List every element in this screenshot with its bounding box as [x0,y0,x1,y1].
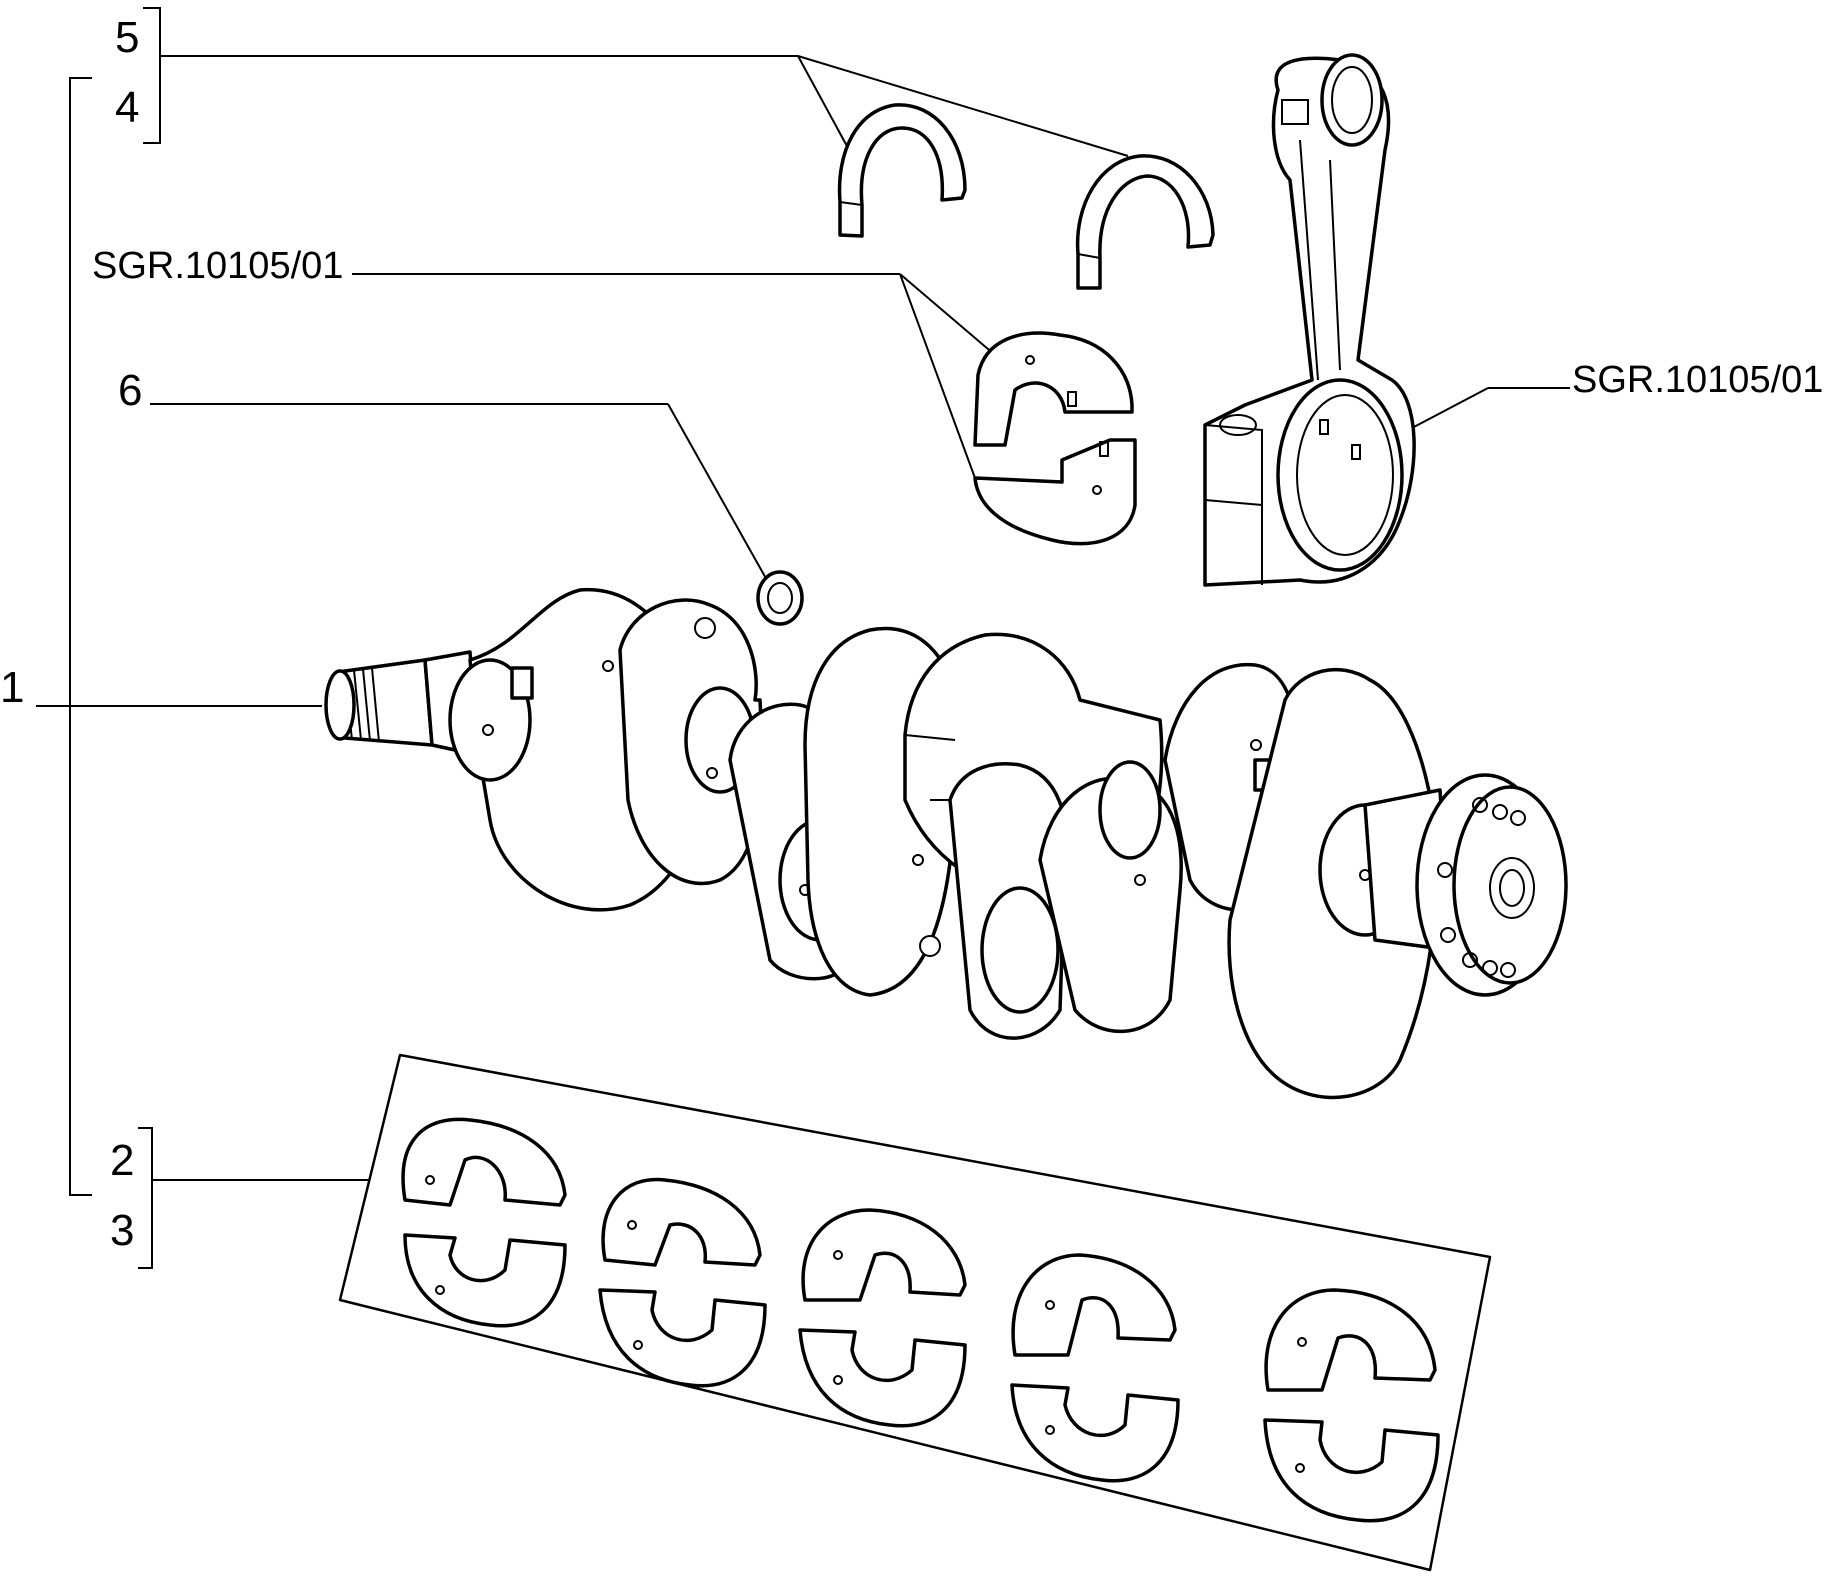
main-bearing-shell-set-3 [798,1208,967,1428]
thrust-washer-right [1075,154,1215,290]
connecting-rod [1203,53,1416,587]
big-end-bearing-shells [973,331,1137,546]
callout-1: 1 [0,663,24,712]
main-bearing-shell-set-1 [401,1117,567,1328]
pilot-bush [756,570,804,626]
callout-3: 3 [110,1206,134,1255]
main-bearing-shell-set-4 [1010,1253,1180,1483]
reference-code-right: SGR.10105/01 [1572,359,1823,401]
main-bearing-shells-tray [338,1053,1492,1572]
callout-5: 5 [115,13,139,62]
thrust-washer-left [837,103,967,238]
leader-lines [36,7,1570,1269]
main-bearing-shell-set-5 [1263,1288,1440,1523]
callout-2: 2 [110,1136,134,1185]
crankshaft [324,588,1568,1100]
main-bearing-shell-set-2 [598,1177,767,1388]
callout-6: 6 [118,366,142,415]
callout-4: 4 [115,83,139,132]
reference-code-left: SGR.10105/01 [92,245,343,287]
